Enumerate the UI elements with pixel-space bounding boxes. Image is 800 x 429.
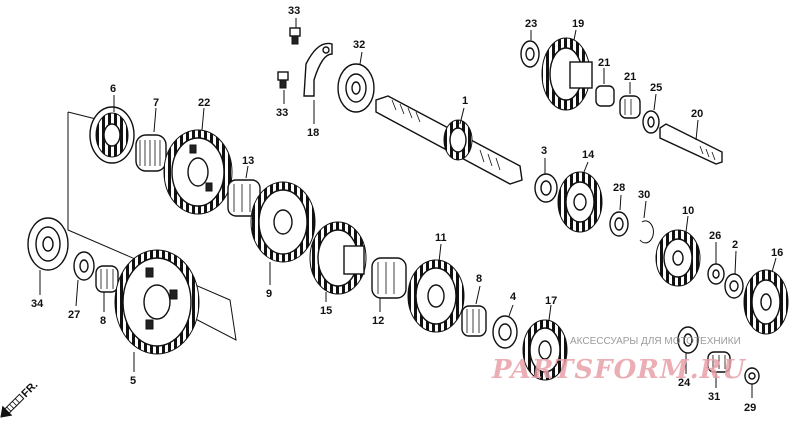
part-10-gear (655, 229, 701, 287)
front-direction-arrow: FR. (0, 379, 40, 418)
label-part-20: 20 (691, 108, 703, 120)
part-16-gear (743, 269, 789, 335)
label-part-5: 5 (130, 375, 136, 387)
label-part-28: 28 (613, 182, 625, 194)
part-24-washer (677, 326, 699, 354)
part-3-collar (534, 173, 558, 203)
part-33-bolt-top (289, 27, 301, 45)
part-26-washer (707, 263, 725, 285)
label-part-21a: 21 (598, 57, 610, 69)
part-11-gear (407, 259, 465, 333)
part-30-snap-ring (639, 220, 654, 244)
part-12-bushing (371, 257, 407, 299)
part-27-washer (73, 251, 95, 281)
label-part-19: 19 (572, 18, 584, 30)
part-labels: 1 2 3 4 5 6 7 8 8 9 10 11 12 13 14 15 16… (31, 5, 783, 414)
part-31-bearing (707, 351, 731, 373)
label-part-22: 22 (198, 97, 210, 109)
part-8-bearing-left (95, 265, 119, 293)
label-part-8-left: 8 (100, 315, 106, 327)
label-part-23: 23 (525, 18, 537, 30)
label-part-11: 11 (435, 232, 447, 244)
label-part-33-top: 33 (288, 5, 300, 17)
label-part-34: 34 (31, 298, 44, 310)
label-part-8-center: 8 (476, 273, 482, 285)
part-23-washer (520, 40, 540, 68)
label-part-25: 25 (650, 82, 662, 94)
part-18-stopper-plate (303, 42, 333, 97)
label-part-32: 32 (353, 39, 365, 51)
part-15-gear (309, 221, 367, 295)
part-5-large-gear (114, 249, 200, 355)
watermark: АКСЕССУАРЫ ДЛЯ МОТОТЕХНИКИ PARTSFORM.RU (491, 336, 746, 385)
label-part-24: 24 (678, 377, 691, 389)
label-part-2: 2 (732, 239, 738, 251)
label-part-16: 16 (771, 247, 783, 259)
part-22-gear (163, 129, 233, 215)
part-7-needle-bearing (135, 134, 167, 172)
label-part-31: 31 (708, 391, 720, 403)
label-part-12: 12 (372, 315, 384, 327)
label-part-29: 29 (744, 402, 756, 414)
part-21-bushing-b (619, 95, 641, 119)
part-14-gear (557, 171, 603, 233)
label-part-4: 4 (510, 291, 517, 303)
label-part-15: 15 (320, 305, 332, 317)
part-28-washer (609, 211, 629, 237)
label-part-13: 13 (242, 155, 254, 167)
part-1-mainshaft (375, 95, 523, 185)
part-17-gear (522, 319, 568, 381)
label-part-7: 7 (153, 97, 159, 109)
label-part-26: 26 (709, 230, 721, 242)
label-part-30: 30 (638, 189, 650, 201)
part-13-sleeve (227, 179, 261, 217)
part-9-gear (250, 181, 316, 263)
part-32-bearing (337, 63, 375, 113)
part-25-washer (642, 110, 660, 134)
label-part-3: 3 (541, 145, 547, 157)
watermark-logo: PARTSFORM.RU (491, 355, 746, 385)
label-part-9: 9 (266, 288, 272, 300)
part-20-shaft (659, 123, 723, 165)
part-8-needle-bearing-center (461, 305, 487, 337)
label-part-27: 27 (68, 309, 80, 321)
part-2-collar (724, 273, 744, 299)
label-part-6: 6 (110, 83, 116, 95)
label-part-14: 14 (582, 149, 595, 161)
assembly-bracket-line (67, 112, 237, 341)
part-4-washer (492, 315, 518, 349)
watermark-caption: АКСЕССУАРЫ ДЛЯ МОТОТЕХНИКИ (570, 336, 741, 347)
label-part-18: 18 (307, 127, 319, 139)
label-part-33-bottom: 33 (276, 107, 288, 119)
part-6-hub (89, 106, 135, 164)
part-29-washer (744, 367, 760, 385)
label-part-17: 17 (545, 295, 557, 307)
part-33-bolt-bottom (277, 71, 289, 89)
part-19-gear (541, 37, 593, 111)
label-part-1: 1 (462, 95, 468, 107)
part-21-bushing-a (595, 85, 615, 107)
part-34-bearing (27, 217, 69, 271)
label-part-21b: 21 (624, 71, 636, 83)
label-part-10: 10 (682, 205, 694, 217)
